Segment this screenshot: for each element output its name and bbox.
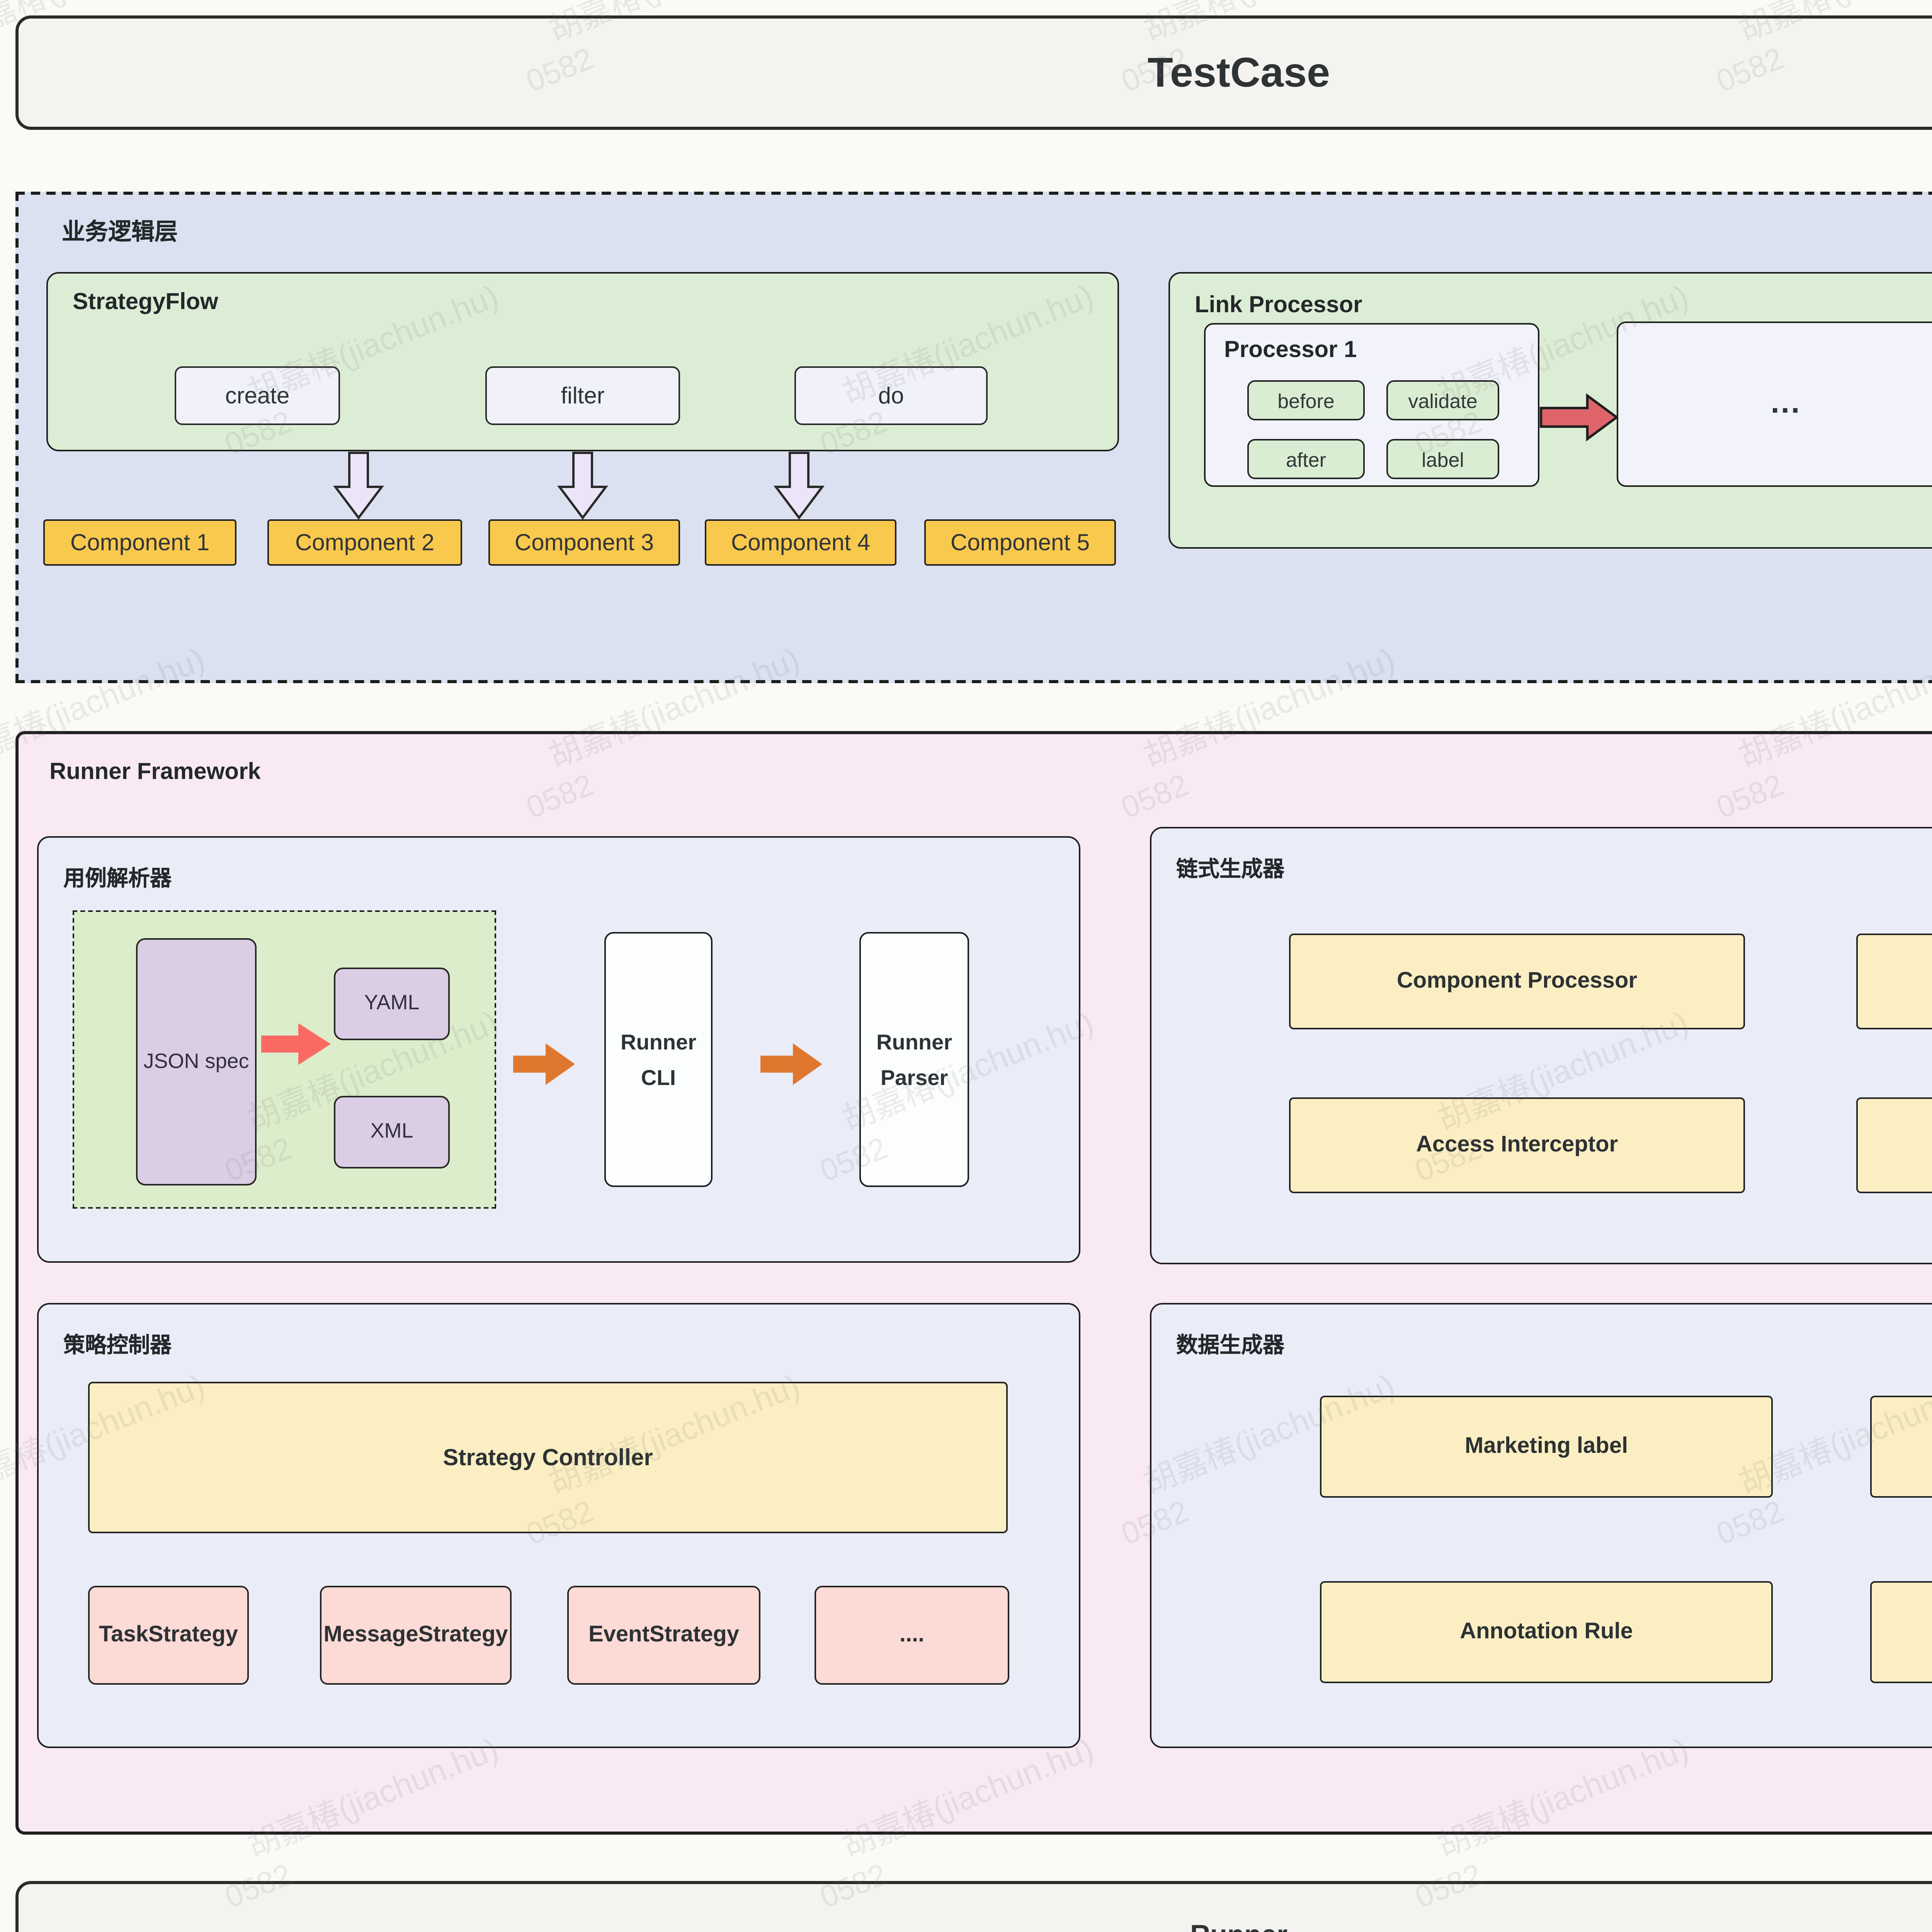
hook-label: label [1386, 439, 1499, 479]
processor-1-label: Processor 1 [1224, 337, 1357, 363]
link-processor-panel: Link Processor Processor 1 before valida… [1168, 272, 1932, 549]
runner-framework-label: Runner Framework [49, 759, 261, 785]
arrow-right-icon [1539, 393, 1619, 442]
case-parser-panel: 用例解析器 JSON spec YAML XML Runner CLI Runn… [37, 836, 1080, 1263]
link-processor-label: Link Processor [1195, 292, 1362, 318]
json-spec-node: JSON spec [136, 938, 257, 1185]
hook-after: after [1247, 439, 1365, 479]
step-filter-node: filter [485, 366, 680, 425]
business-logic-label: 业务逻辑层 [62, 219, 178, 246]
hook-before: before [1247, 380, 1365, 420]
chain-generator-label: 链式生成器 [1176, 856, 1284, 881]
case-parser-label: 用例解析器 [63, 866, 172, 890]
xml-node: XML [334, 1096, 450, 1168]
yaml-node: YAML [334, 968, 450, 1040]
business-logic-section: 业务逻辑层 StrategyFlow create filter do Comp… [15, 192, 1932, 683]
title-bar: TestCase [15, 15, 1932, 130]
step-do-node: do [794, 366, 988, 425]
component-node: Component 5 [924, 519, 1116, 566]
processor-ellipsis-node: ... [1617, 321, 1932, 487]
strategy-node: .... [815, 1586, 1009, 1685]
component-node: Component 1 [43, 519, 236, 566]
arrow-right-icon [261, 1023, 331, 1065]
chain-item-node: Access Interceptor [1289, 1097, 1745, 1193]
strategy-controller-label: 策略控制器 [63, 1332, 172, 1357]
arrow-right-icon [760, 1043, 822, 1085]
strategy-flow-panel: StrategyFlow create filter do [46, 272, 1119, 451]
arrow-right-icon [513, 1043, 575, 1085]
arrow-down-icon [557, 452, 608, 519]
runner-cli-node: Runner CLI [604, 932, 713, 1187]
runner-bar-label: Runner [1190, 1919, 1287, 1932]
chain-generator-panel: 链式生成器 Component Processor After Intercep… [1150, 827, 1932, 1264]
chain-item-node: Link Processor [1856, 1097, 1932, 1193]
runner-framework-section: Runner Framework 用例解析器 JSON spec YAML XM… [15, 731, 1932, 1835]
chain-item-node: After Interceptor [1856, 934, 1932, 1029]
component-node: Component 2 [267, 519, 462, 566]
strategy-node: EventStrategy [567, 1586, 760, 1685]
ellipsis-text: ... [1770, 386, 1801, 420]
runner-parser-node: Runner Parser [859, 932, 969, 1187]
component-node: Component 3 [488, 519, 680, 566]
data-item-node: Annotation Rule [1320, 1581, 1773, 1683]
data-generator-panel: 数据生成器 Marketing label CodeGenerator Anno… [1150, 1303, 1932, 1748]
strategy-node: MessageStrategy [320, 1586, 512, 1685]
strategy-node: TaskStrategy [88, 1586, 249, 1685]
data-item-node: Data Processor [1870, 1581, 1932, 1683]
page-title: TestCase [1147, 49, 1330, 95]
chain-item-node: Component Processor [1289, 934, 1745, 1029]
component-node: Component 4 [705, 519, 896, 566]
hook-validate: validate [1386, 380, 1499, 420]
processor-1-node: Processor 1 before validate after label [1204, 323, 1539, 487]
runner-bar: Runner 掘金技术社区 @ 货拉拉技术 [15, 1881, 1932, 1932]
data-item-node: CodeGenerator [1870, 1396, 1932, 1498]
data-generator-label: 数据生成器 [1176, 1332, 1284, 1357]
strategy-controller-node: Strategy Controller [88, 1382, 1008, 1533]
strategy-controller-panel: 策略控制器 Strategy Controller TaskStrategy M… [37, 1303, 1080, 1748]
strategy-flow-label: StrategyFlow [73, 289, 218, 315]
arrow-down-icon [333, 452, 384, 519]
data-item-node: Marketing label [1320, 1396, 1773, 1498]
spec-group: JSON spec YAML XML [73, 910, 496, 1209]
step-create-node: create [175, 366, 340, 425]
arrow-down-icon [774, 452, 825, 519]
